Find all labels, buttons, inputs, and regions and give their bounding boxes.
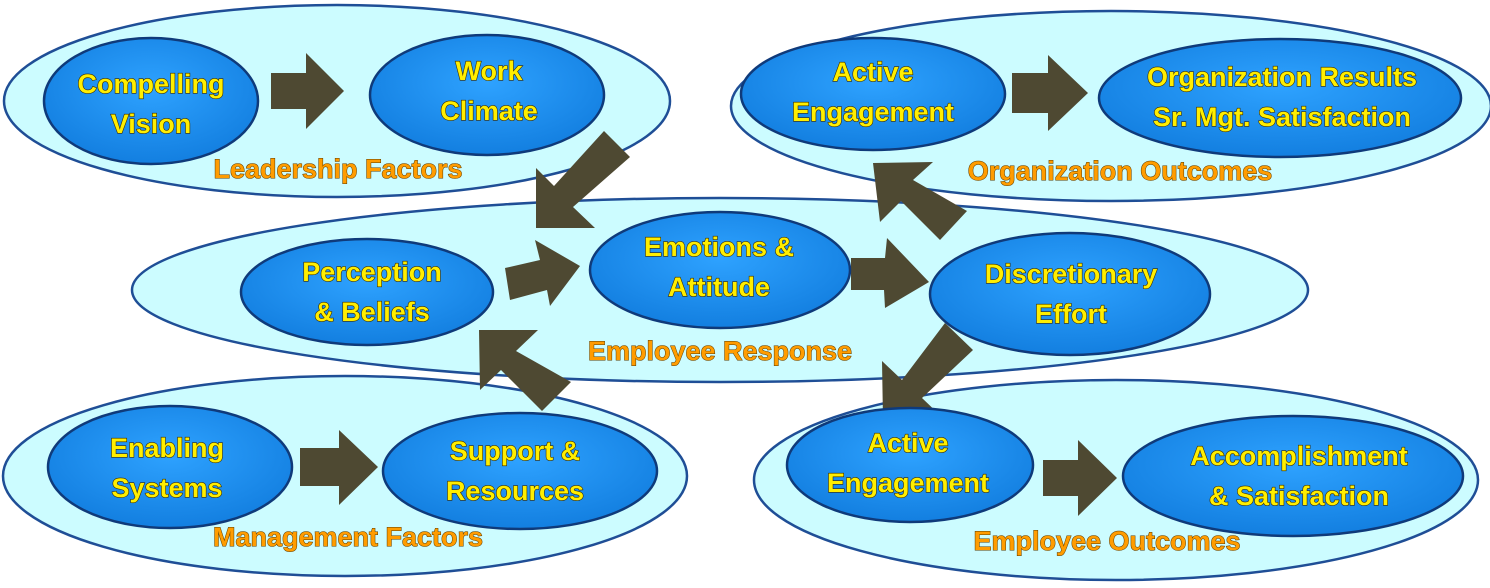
node-accomplishment xyxy=(1121,414,1465,538)
arrow-support-to-perception xyxy=(479,330,571,411)
arrow-perception-to-emotions xyxy=(505,240,580,306)
node-active-engagement-org xyxy=(739,36,1007,152)
node-discretionary-effort xyxy=(928,231,1212,357)
node-label-accomplishment-2: & Satisfaction xyxy=(1209,481,1389,511)
node-label-work-climate-2: Climate xyxy=(440,96,538,126)
arrow-climate-to-perception xyxy=(536,131,630,228)
node-label-active-engagement-emp-2: Engagement xyxy=(827,468,989,498)
arrow-vision-to-climate xyxy=(271,53,344,129)
node-label-active-engagement-org-2: Engagement xyxy=(792,97,954,127)
node-label-compelling-vision-2: Vision xyxy=(111,109,192,139)
group-label-leadership: Leadership Factors xyxy=(213,154,462,184)
node-enabling-systems xyxy=(46,404,294,530)
group-label-management: Management Factors xyxy=(213,522,483,552)
node-perception-beliefs xyxy=(239,237,495,347)
node-compelling-vision xyxy=(42,36,260,166)
node-support-resources xyxy=(381,411,659,531)
node-label-active-engagement-emp-1: Active xyxy=(867,428,948,458)
group-label-employee-response: Employee Response xyxy=(588,336,852,366)
arrow-engagement-to-accomplishment xyxy=(1043,440,1117,516)
node-label-emotions-attitude-2: Attitude xyxy=(668,272,770,302)
node-emotions-attitude xyxy=(588,210,852,330)
node-active-engagement-emp xyxy=(785,406,1035,524)
arrow-engagement-to-results xyxy=(1012,55,1088,131)
node-organization-results xyxy=(1097,37,1463,159)
node-label-organization-results-2: Sr. Mgt. Satisfaction xyxy=(1153,102,1411,132)
node-label-perception-beliefs-1: Perception xyxy=(302,257,442,287)
node-label-work-climate-1: Work xyxy=(455,56,523,86)
node-label-emotions-attitude-1: Emotions & xyxy=(644,232,794,262)
node-label-enabling-systems-1: Enabling xyxy=(110,433,224,463)
group-label-employee-outcomes: Employee Outcomes xyxy=(973,526,1240,556)
arrow-emotions-to-effort xyxy=(851,238,929,308)
arrow-enabling-to-support xyxy=(300,430,378,505)
node-label-support-resources-2: Resources xyxy=(446,476,584,506)
group-label-organization: Organization Outcomes xyxy=(968,156,1273,186)
node-label-organization-results-1: Organization Results xyxy=(1147,62,1417,92)
arrow-effort-to-emp-engagement xyxy=(882,323,973,420)
node-label-accomplishment-1: Accomplishment xyxy=(1190,441,1408,471)
node-work-climate xyxy=(368,33,606,157)
node-label-discretionary-effort-1: Discretionary xyxy=(985,259,1158,289)
node-label-active-engagement-org-1: Active xyxy=(832,57,913,87)
arrow-effort-to-org-engagement xyxy=(873,162,967,240)
node-label-perception-beliefs-2: & Beliefs xyxy=(314,297,430,327)
node-label-compelling-vision-1: Compelling xyxy=(78,69,225,99)
node-label-support-resources-1: Support & xyxy=(450,436,580,466)
node-label-enabling-systems-2: Systems xyxy=(111,473,222,503)
node-label-discretionary-effort-2: Effort xyxy=(1035,299,1107,329)
